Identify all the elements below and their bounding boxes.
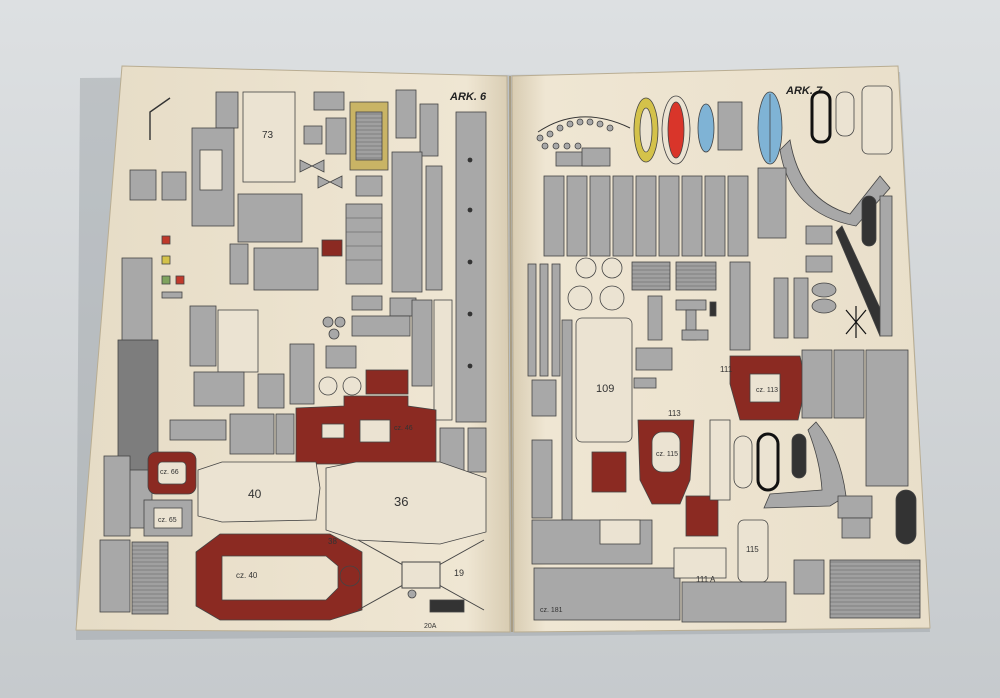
part-label: 19 (454, 568, 464, 578)
part-label: 115 (746, 545, 759, 554)
part-label: cz. 40 (236, 571, 258, 580)
part-label: 73 (262, 130, 274, 141)
part-label: 113 (668, 409, 681, 418)
part-label: 40 (248, 487, 262, 501)
left-sheet-header: ARK. 6 (449, 91, 487, 103)
part-label: cz. 66 (160, 469, 179, 476)
left-labels: cz. 40 cz. 46 cz. 66 cz. 65 20A (158, 425, 437, 630)
spine (509, 75, 513, 633)
part-label: 20A (424, 623, 437, 630)
right-labels: 111 111 A 113 115 cz. 113 cz. 115 cz. 18… (540, 365, 778, 614)
part-label: cz. 46 (394, 425, 413, 432)
right-parts: ARK. 7 (527, 85, 921, 623)
part-label: cz. 113 (756, 387, 778, 394)
part-label: 109 (596, 383, 614, 395)
part-label: 36 (394, 494, 408, 509)
part-label: cz. 181 (540, 607, 563, 614)
part-label: cz. 115 (656, 451, 678, 458)
part-label: cz. 65 (158, 517, 177, 524)
left-parts: ARK. 6 73 (99, 89, 487, 621)
part-label: 111 (720, 365, 733, 374)
part-label: 111 A (696, 575, 716, 584)
part-label: 38 (328, 537, 337, 546)
